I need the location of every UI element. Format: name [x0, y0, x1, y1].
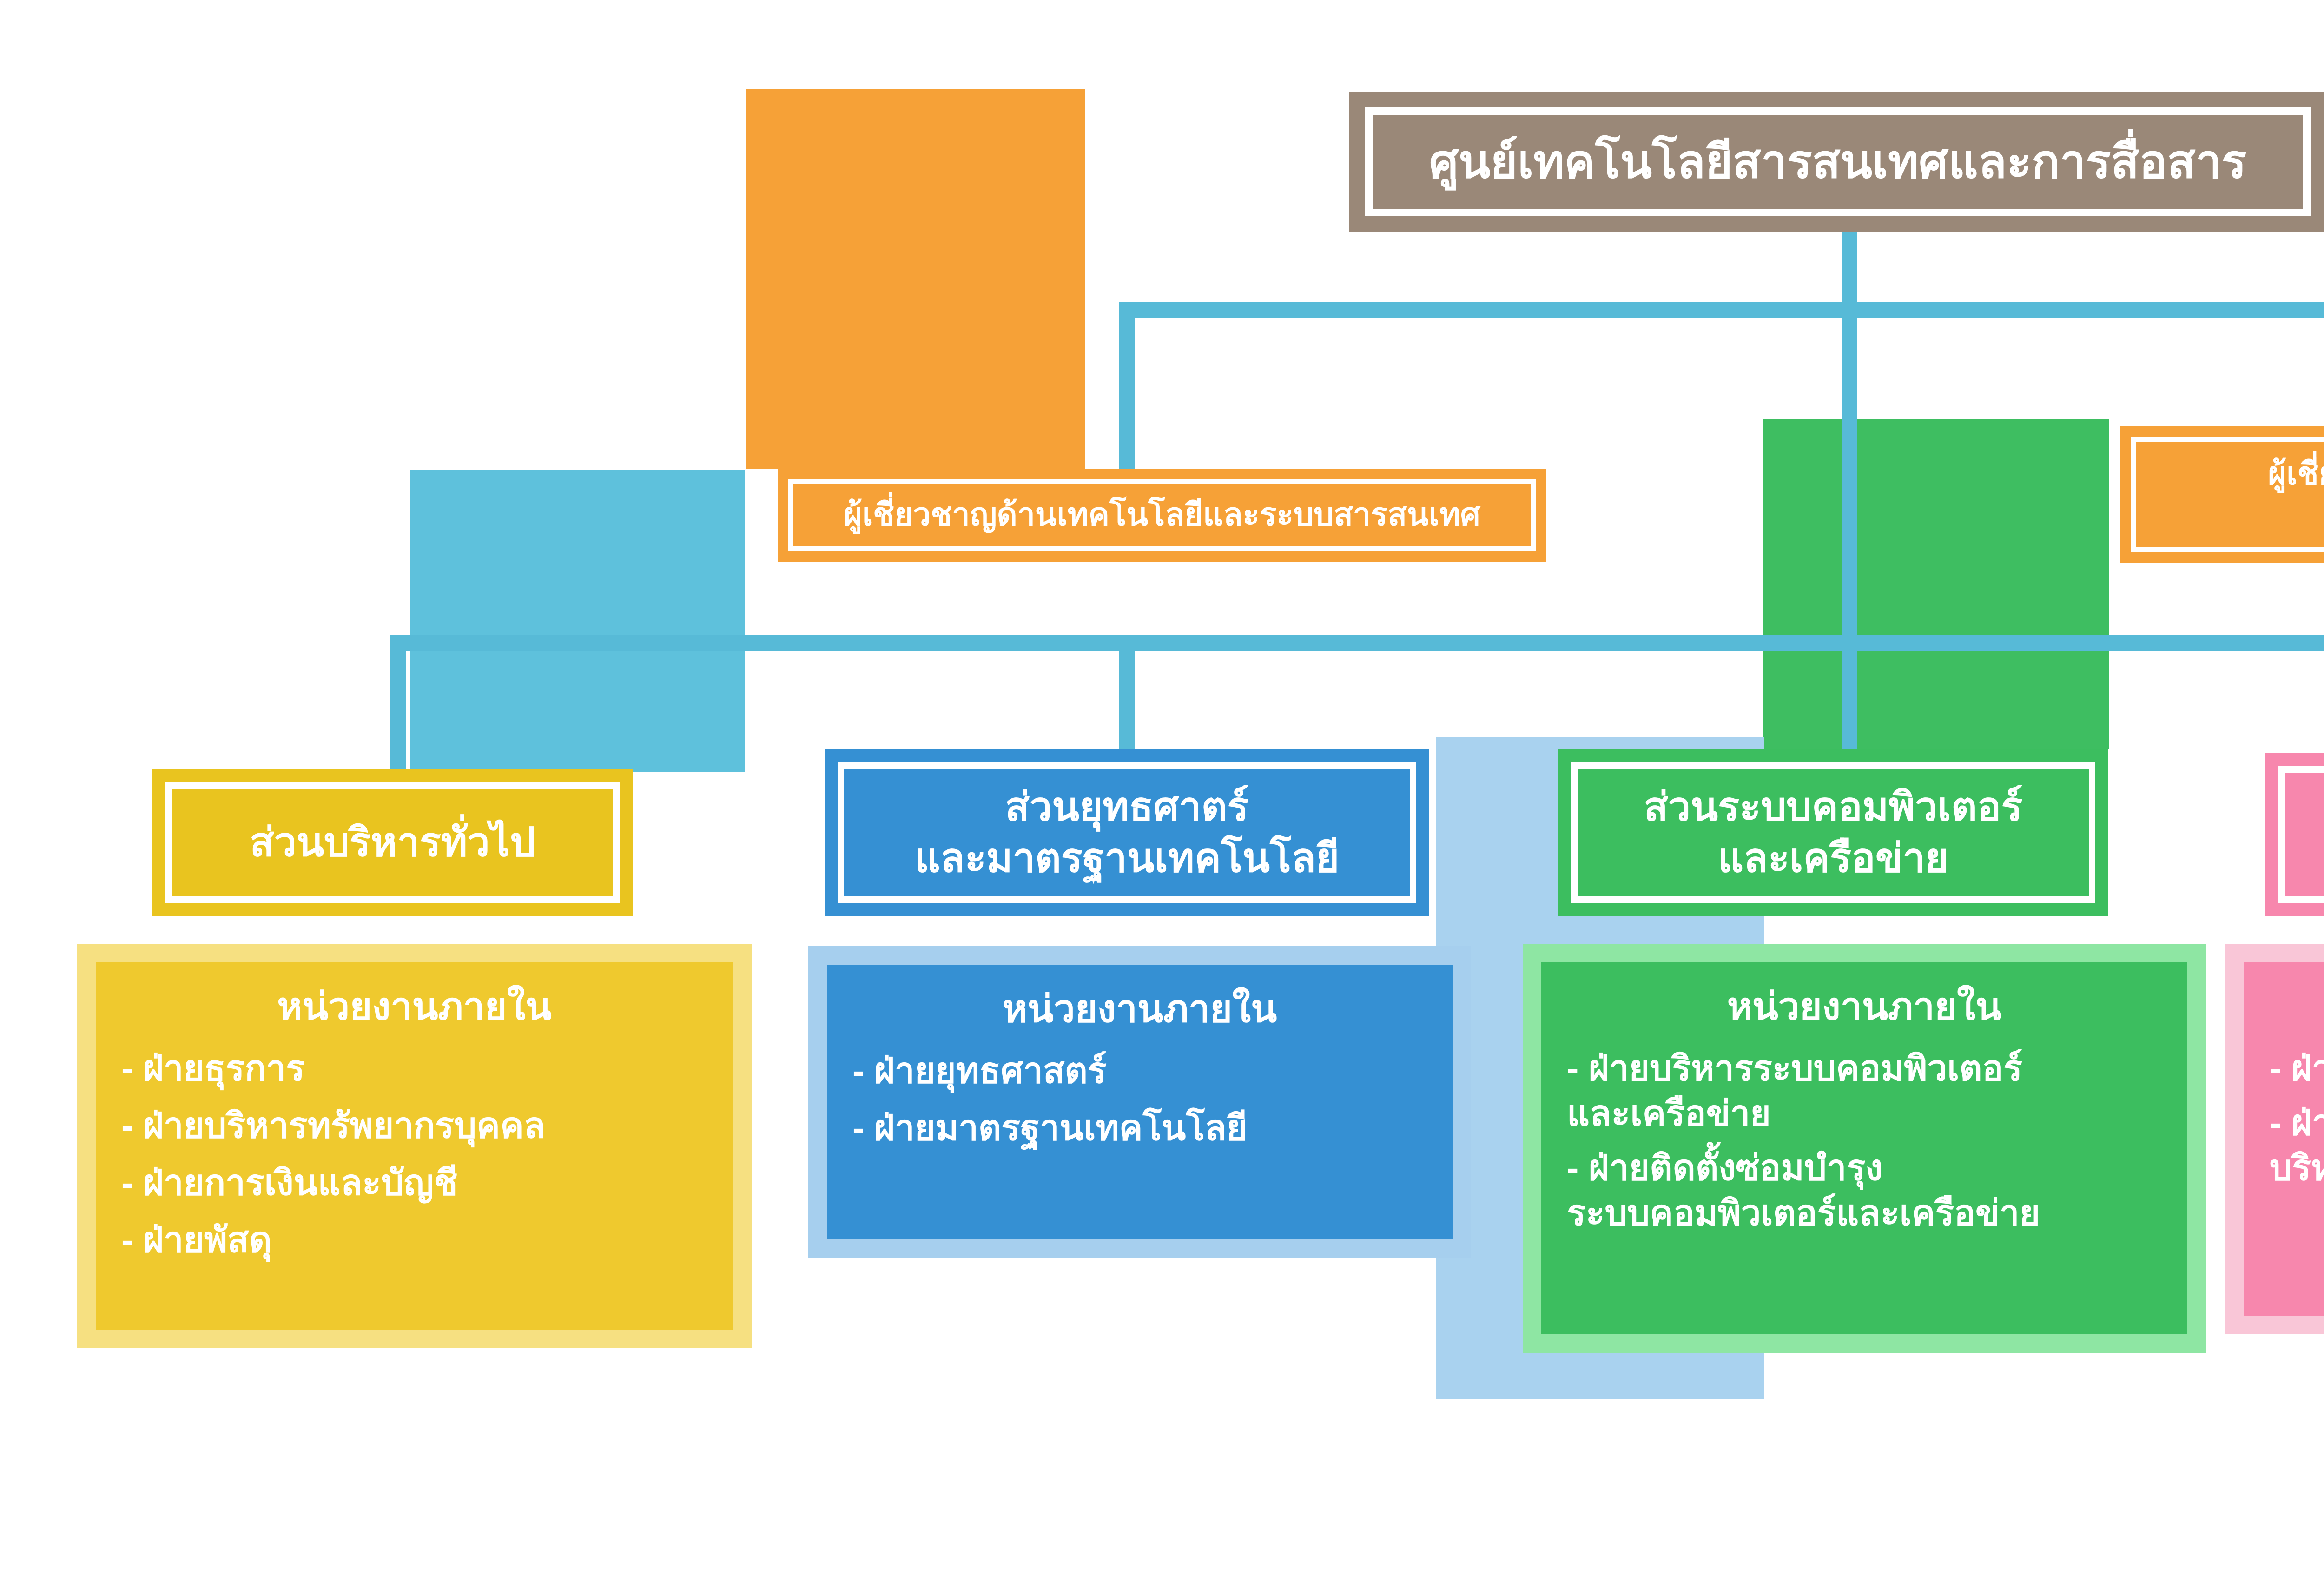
- section-body-general-admin: หน่วยงานภายใน - ฝ่ายธุรการ - ฝ่ายบริหารทร…: [77, 944, 752, 1348]
- org-unit-item-line: - ฝ่ายบริหารระบบคอมพิวเตอร์: [1567, 1048, 2023, 1088]
- deco-block-orange: [746, 89, 1085, 469]
- connector-expert-left-drop: [1119, 302, 1135, 470]
- org-unit-item: - ฝ่ายพัสดุ: [121, 1218, 707, 1263]
- connector-drop-strategy: [1119, 635, 1135, 750]
- header-line-line: ส่วนบริหารทั่วไป: [250, 820, 535, 865]
- deco-block-green: [1763, 419, 2109, 749]
- body-title-computer-network: หน่วยงานภายใน: [1727, 986, 2002, 1028]
- expert-right-line-line: (ด้านวางแผนและโครงการ): [2268, 495, 2324, 535]
- header-label-strategy: ส่วนยุทธศาตร์และมาตรฐานเทคโนโลยี: [915, 782, 1340, 884]
- expert-right-label: ผู้เชี่ยวชาญด้านวิศวกรรมไฟฟ้าสื่อสาร(ด้า…: [2268, 454, 2324, 535]
- header-line: และมาตรฐานเทคโนโลยี: [915, 833, 1340, 884]
- header-line: ส่วนยุทธศาตร์: [915, 782, 1340, 833]
- section-body-fill-computer-network: หน่วยงานภายใน - ฝ่ายบริหารระบบคอมพิวเตอร…: [1541, 962, 2187, 1334]
- expert-right-line-line: ผู้เชี่ยวชาญด้านวิศวกรรมไฟฟ้าสื่อสาร: [2268, 456, 2324, 492]
- header-line: และเครือข่าย: [1644, 833, 2022, 884]
- section-body-information-gis: หน่วยงานภายใน - ฝ่ายระบบสารสนเทศภูมิศาสต…: [2225, 944, 2324, 1334]
- header-line-line: ส่วนระบบคอมพิวเตอร์: [1644, 784, 2023, 829]
- section-body-fill-information-gis: หน่วยงานภายใน - ฝ่ายระบบสารสนเทศภูมิศาสต…: [2244, 962, 2324, 1316]
- org-unit-item: - ฝ่ายธุรการ: [121, 1046, 707, 1091]
- org-unit-item-line: - ฝ่ายระบบสารสนเทศภูมิศาสตร์: [2270, 1048, 2324, 1088]
- unit-list-computer-network: - ฝ่ายบริหารระบบคอมพิวเตอร์และเครือข่าย-…: [1567, 1046, 2162, 1236]
- body-title-information-gis: หน่วยงานภายใน: [2270, 982, 2324, 1032]
- section-header-information-gis: ส่วนระบบสารสนเทศและภูมิสารสนเทศ: [2265, 753, 2324, 916]
- header-line: ส่วนระบบคอมพิวเตอร์: [1644, 782, 2022, 833]
- expert-left-line: ผู้เชี่ยวชาญด้านเทคโนโลยีและระบบสารสนเทศ: [844, 495, 1480, 535]
- section-body-fill-general-admin: หน่วยงานภายใน - ฝ่ายธุรการ - ฝ่ายบริหารทร…: [96, 962, 733, 1330]
- connector-expert-horizontal: [1119, 302, 2324, 318]
- unit-list-information-gis: - ฝ่ายระบบสารสนเทศภูมิศาสตร์ - ฝ่ายระบสาร…: [2270, 1046, 2324, 1191]
- expert-left-line-line: ผู้เชี่ยวชาญด้านเทคโนโลยีและระบบสารสนเทศ: [844, 497, 1480, 533]
- header-frame-information-gis: [2278, 766, 2324, 903]
- title-box: ศูนย์เทคโนโลยีสารสนเทศและการสื่อสาร: [1349, 92, 2324, 232]
- title-label: ศูนย์เทคโนโลยีสารสนเทศและการสื่อสาร: [1429, 136, 2247, 188]
- unit-list-general-admin: - ฝ่ายธุรการ - ฝ่ายบริหารทรัพยากรบุคคล - ฝ…: [121, 1046, 707, 1263]
- unit-list-strategy: - ฝ่ายยุทธศาสตร์ - ฝ่ายมาตรฐานเทคโนโลยี: [852, 1048, 1427, 1151]
- section-header-computer-network: ส่วนระบบคอมพิวเตอร์และเครือข่าย: [1558, 749, 2108, 916]
- body-title-strategy: หน่วยงานภายใน: [1002, 988, 1277, 1030]
- org-unit-item-line: และเครือข่าย: [1567, 1093, 1771, 1133]
- section-header-general-admin: ส่วนบริหารทั่วไป: [152, 769, 633, 916]
- expert-left-label: ผู้เชี่ยวชาญด้านเทคโนโลยีและระบบสารสนเทศ: [844, 495, 1480, 535]
- org-unit-item: - ฝ่ายบริหารระบบคอมพิวเตอร์และเครือข่าย: [1567, 1046, 2162, 1137]
- org-unit-item-line: - ฝ่ายยุทธศาสตร์: [852, 1051, 1107, 1091]
- org-unit-item-line: ระบบคอมพิวเตอร์และเครือข่าย: [1567, 1193, 2040, 1233]
- connector-drop-general-admin: [390, 635, 406, 771]
- expert-right-line: (ด้านวางแผนและโครงการ): [2268, 495, 2324, 535]
- org-unit-item-line: - ฝ่ายติดตั้งซ่อมบำรุง: [1567, 1148, 1883, 1188]
- deco-block-teal: [410, 470, 745, 772]
- expert-box-electrical-engineering: ผู้เชี่ยวชาญด้านวิศวกรรมไฟฟ้าสื่อสาร(ด้า…: [2120, 426, 2324, 563]
- section-body-computer-network: หน่วยงานภายใน - ฝ่ายบริหารระบบคอมพิวเตอร…: [1523, 944, 2206, 1353]
- header-line-line: และเครือข่าย: [1717, 836, 1949, 881]
- org-unit-item-line: - ฝ่ายธุรการ: [121, 1048, 305, 1088]
- org-unit-item-line: - ฝ่ายการเงินและบัญชี: [121, 1163, 458, 1203]
- org-unit-item-line: - ฝ่ายบริหารทรัพยากรบุคคล: [121, 1106, 546, 1146]
- org-unit-item-line: - ฝ่ายพัสดุ: [121, 1220, 272, 1260]
- connector-main-horizontal: [390, 635, 2324, 651]
- section-body-fill-strategy: หน่วยงานภายใน - ฝ่ายยุทธศาสตร์ - ฝ่ายมาตร…: [827, 965, 1452, 1239]
- expert-box-technology: ผู้เชี่ยวชาญด้านเทคโนโลยีและระบบสารสนเทศ: [778, 469, 1546, 562]
- connector-title-vertical: [1842, 232, 1857, 750]
- org-unit-item-line: บริหาร: [2270, 1148, 2324, 1188]
- header-line-line: และมาตรฐานเทคโนโลยี: [914, 836, 1340, 881]
- org-unit-item: - ฝ่ายยุทธศาสตร์: [852, 1048, 1427, 1093]
- expert-right-line: ผู้เชี่ยวชาญด้านวิศวกรรมไฟฟ้าสื่อสาร: [2268, 454, 2324, 494]
- header-line: ส่วนบริหารทั่วไป: [250, 817, 535, 868]
- section-body-strategy: หน่วยงานภายใน - ฝ่ายยุทธศาสตร์ - ฝ่ายมาตร…: [808, 946, 1471, 1258]
- header-line-line: ส่วนยุทธศาตร์: [1005, 784, 1249, 829]
- org-unit-item: - ฝ่ายการเงินและบัญชี: [121, 1160, 707, 1206]
- body-title-general-admin: หน่วยงานภายใน: [277, 986, 552, 1028]
- section-header-strategy: ส่วนยุทธศาตร์และมาตรฐานเทคโนโลยี: [825, 749, 1429, 916]
- org-unit-item-line: - ฝ่ายระบสารสนเทศเพื่อการ: [2270, 1103, 2324, 1143]
- org-unit-item: - ฝ่ายบริหารทรัพยากรบุคคล: [121, 1103, 707, 1148]
- org-unit-item: - ฝ่ายระบสารสนเทศเพื่อการบริหาร: [2270, 1100, 2324, 1191]
- header-label-general-admin: ส่วนบริหารทั่วไป: [250, 817, 535, 868]
- org-unit-item: - ฝ่ายมาตรฐานเทคโนโลยี: [852, 1106, 1427, 1151]
- header-label-computer-network: ส่วนระบบคอมพิวเตอร์และเครือข่าย: [1644, 782, 2022, 884]
- org-unit-item: - ฝ่ายติดตั้งซ่อมบำรุงระบบคอมพิวเตอร์และ…: [1567, 1146, 2162, 1236]
- org-unit-item: - ฝ่ายระบบสารสนเทศภูมิศาสตร์: [2270, 1046, 2324, 1091]
- org-unit-item-line: - ฝ่ายมาตรฐานเทคโนโลยี: [852, 1108, 1248, 1148]
